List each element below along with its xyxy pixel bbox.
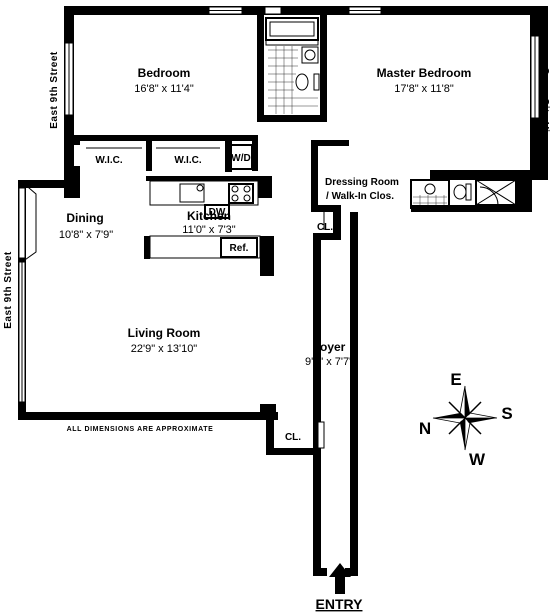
interior-walls xyxy=(64,6,327,276)
dressing-room-label: Dressing Room xyxy=(325,177,399,188)
room-labels: Bedroom 16'8" x 11'4" Master Bedroom 17'… xyxy=(59,66,471,443)
entry-arrow-icon xyxy=(329,563,351,594)
foyer-label: Foyer xyxy=(313,340,346,354)
master-bedroom-dims: 17'8" x 11'8" xyxy=(394,83,454,95)
compass-north: N xyxy=(419,419,431,438)
wic-label-left: W.I.C. xyxy=(95,155,122,166)
windows xyxy=(18,6,540,449)
kitchen-label: Kitchen xyxy=(187,209,231,223)
views-label: Open City Views xyxy=(539,67,550,153)
entry-label: ENTRY xyxy=(316,596,364,612)
living-room-dims: 22'9" x 13'10" xyxy=(131,343,198,355)
bedroom-dims: 16'8" x 11'4" xyxy=(134,83,194,95)
foyer-dims: 9'9" x 7'7" xyxy=(305,356,353,368)
dimensions-note: ALL DIMENSIONS ARE APPROXIMATE xyxy=(67,426,214,433)
bedroom-label: Bedroom xyxy=(138,66,191,80)
compass-south: S xyxy=(501,404,512,423)
wd-label: W/D xyxy=(231,153,250,164)
dining-dims: 10'8" x 7'9" xyxy=(59,229,113,241)
compass-west: W xyxy=(469,450,486,469)
ref-label: Ref. xyxy=(230,243,249,254)
master-bedroom-label: Master Bedroom xyxy=(377,66,472,80)
living-room-label: Living Room xyxy=(128,326,201,340)
entry: ENTRY xyxy=(316,563,364,612)
compass-rose-icon: E S W N xyxy=(419,370,513,469)
street-label-lower: East 9th Street xyxy=(3,251,14,329)
dw-label: DW xyxy=(209,207,226,218)
fixtures xyxy=(86,17,526,259)
kitchen-dims: 11'0" x 7'3" xyxy=(182,224,235,236)
closet-label-foyer: CL. xyxy=(317,222,333,233)
dining-label: Dining xyxy=(66,211,103,225)
closet-label-living: CL. xyxy=(285,432,301,443)
wic-label-right: W.I.C. xyxy=(174,155,201,166)
compass-east: E xyxy=(450,370,461,389)
exterior-walls xyxy=(18,6,548,576)
street-labels: East 9th Street East 9th Street Open Cit… xyxy=(3,51,550,329)
street-label-upper: East 9th Street xyxy=(49,51,60,129)
dressing-room-label-2: / Walk-In Clos. xyxy=(326,191,394,202)
